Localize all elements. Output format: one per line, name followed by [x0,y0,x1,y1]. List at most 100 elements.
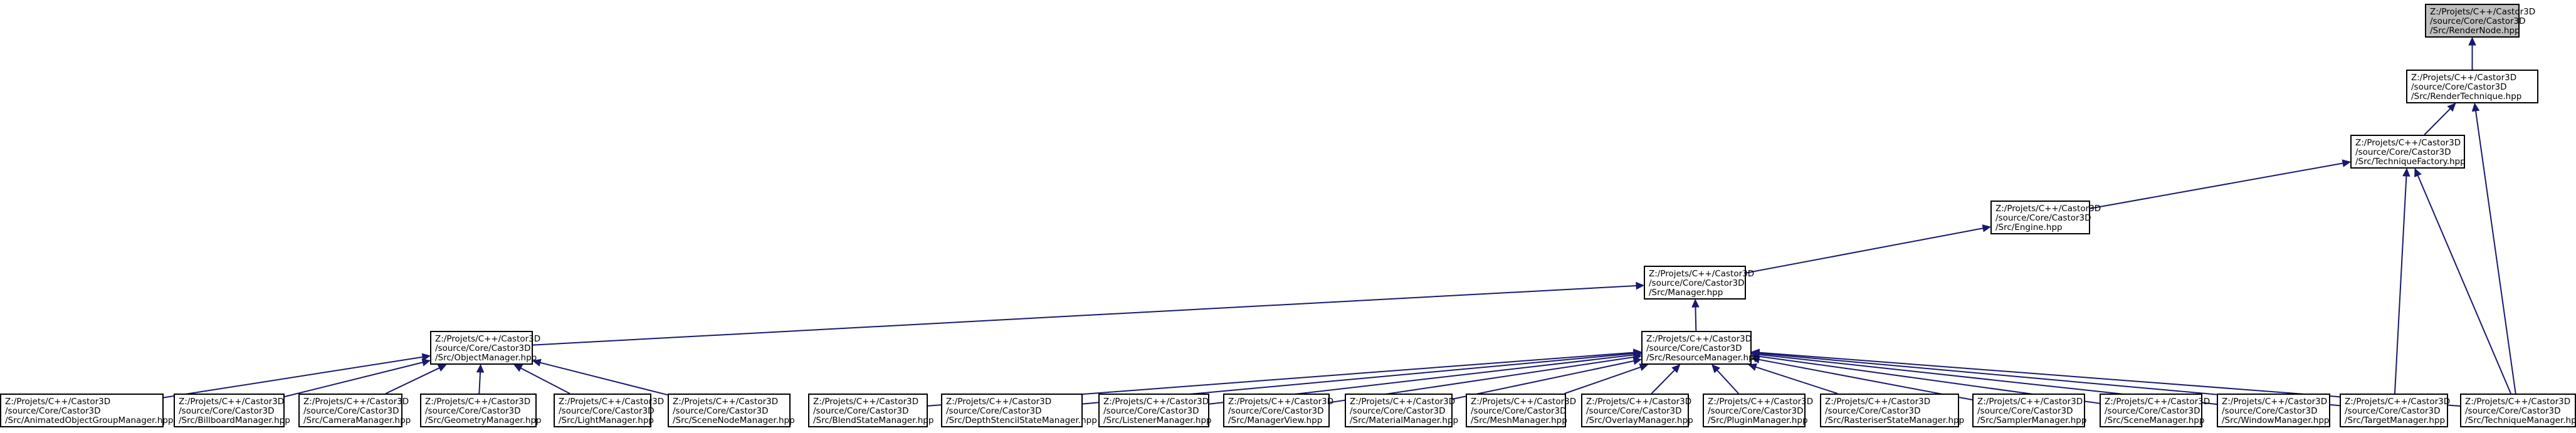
file-node-target-manager[interactable]: Z:/Projets/C++/Castor3D/source/Core/Cast… [2340,394,2450,427]
node-label-line: Z:/Projets/C++/Castor3D [179,397,284,407]
edge-line [2394,175,2407,394]
node-label-line: /Src/ObjectManager.hpp [435,353,537,363]
node-label-line: Z:/Projets/C++/Castor3D [813,397,918,407]
edge-billboard_manager-to-object_manager [284,358,431,397]
file-node-geometry-manager[interactable]: Z:/Projets/C++/Castor3D/source/Core/Cast… [420,394,542,427]
node-label-line: Z:/Projets/C++/Castor3D [1103,397,1209,407]
edge-line [1716,370,1739,394]
file-node-manager-view[interactable]: Z:/Projets/C++/Castor3D/source/Core/Cast… [1223,394,1333,427]
file-node-billboard-manager[interactable]: Z:/Projets/C++/Castor3D/source/Core/Cast… [174,394,290,427]
edge-scene_node_manager-to-object_manager [532,358,668,396]
node-label-line: /source/Core/Castor3D [1708,406,1804,416]
node-box [2100,394,2202,427]
file-node-sampler-manager[interactable]: Z:/Projets/C++/Castor3D/source/Core/Cast… [1972,394,2086,427]
node-box [1581,394,1689,427]
edge-line [385,367,440,394]
file-node-scene-node-manager[interactable]: Z:/Projets/C++/Castor3D/source/Core/Cast… [668,394,795,427]
arrowhead-icon [2471,102,2480,112]
file-node-render-node: Z:/Projets/C++/Castor3D/source/Core/Cast… [2425,4,2535,38]
file-node-technique-factory[interactable]: Z:/Projets/C++/Castor3D/source/Core/Cast… [2350,135,2466,169]
node-box [0,394,164,427]
node-box [420,394,537,427]
edge-resource_manager-to-manager [1691,298,1700,331]
file-node-window-manager[interactable]: Z:/Projets/C++/Castor3D/source/Core/Cast… [2217,394,2330,427]
node-label-line: /Src/SceneNodeManager.hpp [673,415,795,425]
node-label-line: /Src/Engine.hpp [1995,222,2063,232]
file-node-depth-stencil-state-manager[interactable]: Z:/Projets/C++/Castor3D/source/Core/Cast… [941,394,1097,427]
node-label-line: /Src/ManagerView.hpp [1228,415,1322,425]
edge-line [1759,358,1973,401]
file-node-light-manager[interactable]: Z:/Projets/C++/Castor3D/source/Core/Cast… [554,394,664,427]
file-node-manager[interactable]: Z:/Projets/C++/Castor3D/source/Core/Cast… [1644,266,1754,300]
node-label-line: /source/Core/Castor3D [2345,406,2441,416]
file-node-render-technique[interactable]: Z:/Projets/C++/Castor3D/source/Core/Cast… [2406,70,2538,103]
node-label-line: /Src/ResourceManager.hpp [1646,353,1759,363]
arrowhead-icon [421,353,431,362]
file-node-material-manager[interactable]: Z:/Projets/C++/Castor3D/source/Core/Cast… [1345,394,1458,427]
node-label-line: Z:/Projets/C++/Castor3D [1350,397,1455,407]
node-label-line: Z:/Projets/C++/Castor3D [2465,397,2570,407]
arrowhead-icon [421,358,431,367]
arrowhead-icon [1632,357,1643,365]
node-label-line: /source/Core/Castor3D [1649,278,1745,288]
file-node-resource-manager[interactable]: Z:/Projets/C++/Castor3D/source/Core/Cast… [1641,331,1759,365]
node-label-line: Z:/Projets/C++/Castor3D [1646,334,1752,344]
arrowhead-icon [1982,224,1992,232]
arrowhead-icon [1711,364,1720,373]
node-box [2340,394,2448,427]
edge-line [540,362,668,396]
file-node-camera-manager[interactable]: Z:/Projets/C++/Castor3D/source/Core/Cast… [298,394,411,427]
node-label-line: Z:/Projets/C++/Castor3D [2345,397,2450,407]
arrowhead-icon [2468,36,2476,46]
file-node-rasteriser-state-manager[interactable]: Z:/Projets/C++/Castor3D/source/Core/Cast… [1820,394,1964,427]
edge-line [1452,360,1634,400]
arrowhead-icon [2342,159,2352,167]
edge-target_manager-to-technique_factory [2394,167,2410,394]
file-node-engine[interactable]: Z:/Projets/C++/Castor3D/source/Core/Cast… [1990,201,2101,234]
edge-engine-to-technique_factory [2090,159,2352,209]
file-node-blend-state-manager[interactable]: Z:/Projets/C++/Castor3D/source/Core/Cast… [808,394,933,427]
node-label-line: Z:/Projets/C++/Castor3D [1995,204,2101,214]
node-label-line: /source/Core/Castor3D [1977,406,2073,416]
file-node-listener-manager[interactable]: Z:/Projets/C++/Castor3D/source/Core/Cast… [1098,394,1212,427]
edge-line [2424,108,2451,135]
arrowhead-icon [2447,103,2456,112]
file-node-plugin-manager[interactable]: Z:/Projets/C++/Castor3D/source/Core/Cast… [1703,394,1813,427]
node-label-line: /source/Core/Castor3D [1471,406,1567,416]
file-node-object-manager[interactable]: Z:/Projets/C++/Castor3D/source/Core/Cast… [430,331,540,365]
node-label-line: /Src/GeometryManager.hpp [425,415,542,425]
edge-line [1755,366,1838,394]
node-box [174,394,285,427]
file-node-mesh-manager[interactable]: Z:/Projets/C++/Castor3D/source/Core/Cast… [1466,394,1576,427]
edge-render_technique-to-render_node [2468,36,2476,70]
node-label-line: /Src/Manager.hpp [1649,288,1723,298]
node-label-line: /Src/SceneManager.hpp [2105,415,2204,425]
file-node-overlay-manager[interactable]: Z:/Projets/C++/Castor3D/source/Core/Cast… [1581,394,1693,427]
node-label-line: Z:/Projets/C++/Castor3D [1586,397,1691,407]
node-box [430,331,533,365]
file-node-technique-manager[interactable]: Z:/Projets/C++/Castor3D/source/Core/Cast… [2460,394,2576,427]
node-label-line: /source/Core/Castor3D [2430,16,2526,26]
node-box [1345,394,1453,427]
node-label-line: /Src/TechniqueFactory.hpp [2355,157,2466,167]
arrowhead-icon [513,364,523,372]
node-box [2460,394,2576,427]
node-label-line: /source/Core/Castor3D [1103,406,1199,416]
node-label-line: /Src/LightManager.hpp [559,415,654,425]
file-node-animated-object-group-manager[interactable]: Z:/Projets/C++/Castor3D/source/Core/Cast… [0,394,173,427]
arrowhead-icon [1748,363,1757,371]
node-label-line: /Src/WindowManager.hpp [2222,415,2330,425]
node-label-line: /source/Core/Castor3D [1995,213,2091,223]
node-label-line: /source/Core/Castor3D [1350,406,1446,416]
node-label-line: Z:/Projets/C++/Castor3D [303,397,409,407]
node-label-line: /source/Core/Castor3D [435,343,531,353]
edge-animated_object_group_manager-to-object_manager [163,353,431,399]
node-label-line: Z:/Projets/C++/Castor3D [1708,397,1813,407]
file-node-scene-manager[interactable]: Z:/Projets/C++/Castor3D/source/Core/Cast… [2100,394,2210,427]
node-label-line: /Src/ListenerManager.hpp [1103,415,1212,425]
node-label-line: Z:/Projets/C++/Castor3D [425,397,530,407]
node-box [2350,135,2465,169]
edge-camera_manager-to-object_manager [385,364,447,394]
node-label-line: /source/Core/Castor3D [179,406,275,416]
node-label-line: /Src/BlendStateManager.hpp [813,415,933,425]
